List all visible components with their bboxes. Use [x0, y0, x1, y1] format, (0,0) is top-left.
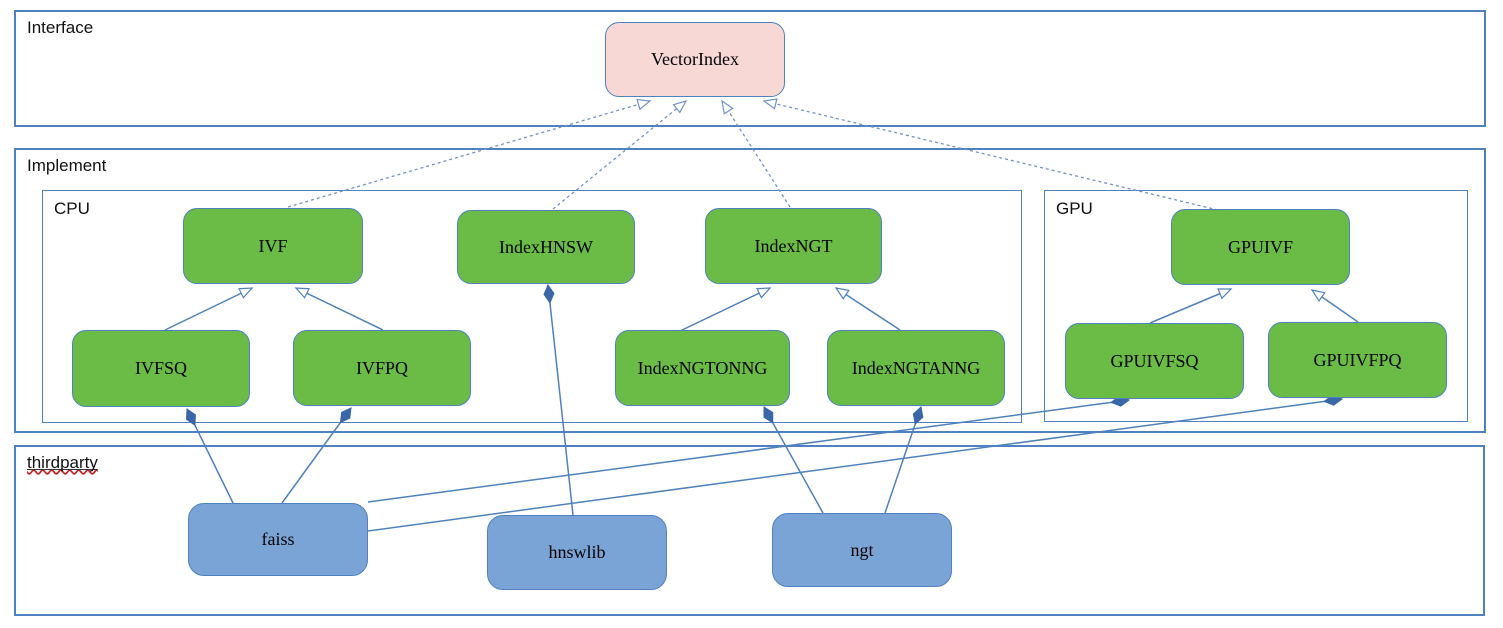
- node-ngt[interactable]: ngt: [772, 513, 952, 587]
- node-gpuivfsq[interactable]: GPUIVFSQ: [1065, 323, 1244, 399]
- node-faiss-label: faiss: [261, 529, 295, 549]
- container-thirdparty-label: thirdparty: [27, 453, 98, 473]
- node-ivfsq-label: IVFSQ: [134, 358, 187, 378]
- node-ivf-label: IVF: [258, 235, 288, 256]
- node-indexngt[interactable]: IndexNGT: [705, 208, 882, 284]
- node-indexhnsw-label: IndexHNSW: [499, 236, 593, 257]
- node-gpuivf[interactable]: GPUIVF: [1171, 209, 1350, 285]
- container-cpu-label: CPU: [54, 199, 90, 218]
- node-indexngtanng[interactable]: IndexNGTANNG: [827, 330, 1005, 406]
- container-gpu-label: GPU: [1056, 199, 1093, 218]
- node-ivfpq-label: IVFPQ: [355, 357, 408, 378]
- node-indexhnsw[interactable]: IndexHNSW: [457, 210, 635, 284]
- container-interface-label: Interface: [27, 18, 94, 37]
- node-gpuivfsq-label: GPUIVFSQ: [1110, 350, 1199, 371]
- node-ivf[interactable]: IVF: [183, 208, 363, 284]
- node-vectorindex-label: VectorIndex: [651, 49, 739, 69]
- node-gpuivfpq-label: GPUIVFPQ: [1313, 349, 1402, 370]
- node-indexngtonng-label: IndexNGTONNG: [637, 357, 768, 378]
- node-gpuivf-label: GPUIVF: [1227, 236, 1293, 257]
- node-ivfsq[interactable]: IVFSQ: [72, 330, 250, 407]
- node-ngt-label: ngt: [850, 539, 874, 560]
- node-faiss[interactable]: faiss: [188, 503, 368, 576]
- node-hnswlib[interactable]: hnswlib: [487, 515, 667, 590]
- container-thirdparty-text: thirdparty: [27, 453, 98, 472]
- node-indexngt-label: IndexNGT: [754, 235, 833, 256]
- node-gpuivfpq[interactable]: GPUIVFPQ: [1268, 322, 1447, 398]
- container-implement-label: Implement: [27, 156, 107, 175]
- node-ivfpq[interactable]: IVFPQ: [293, 330, 471, 406]
- node-indexngtonng[interactable]: IndexNGTONNG: [615, 330, 790, 406]
- node-hnswlib-label: hnswlib: [548, 542, 606, 562]
- node-vectorindex[interactable]: VectorIndex: [605, 22, 785, 97]
- node-indexngtanng-label: IndexNGTANNG: [851, 357, 981, 378]
